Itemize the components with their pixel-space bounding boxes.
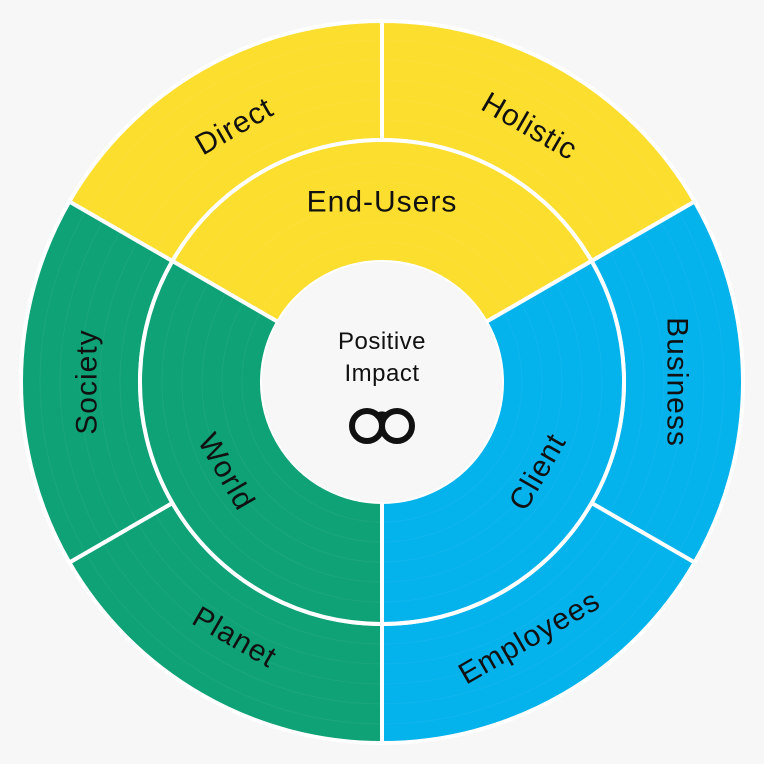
inner-label-end-users: End-Users — [307, 186, 458, 219]
outer-label-business: Business — [661, 317, 694, 447]
texture-ring — [39, 39, 725, 725]
texture-ring — [201, 201, 563, 563]
glasses-icon — [349, 408, 415, 444]
texture-ring — [241, 241, 523, 523]
texture-ring — [119, 119, 645, 645]
texture-ring — [161, 161, 603, 603]
inner-ring — [138, 138, 626, 627]
texture-ring — [181, 181, 583, 583]
texture-ring — [59, 59, 705, 705]
center-circle — [262, 262, 502, 502]
texture-ring — [221, 221, 543, 543]
center-title-line-1: Positive — [338, 328, 426, 355]
center-title-line-2: Impact — [344, 360, 419, 387]
outer-label-society: Society — [71, 329, 104, 434]
texture-ring — [79, 79, 685, 685]
center-hub: Positive Impact — [262, 262, 502, 502]
texture-ring — [99, 99, 665, 665]
